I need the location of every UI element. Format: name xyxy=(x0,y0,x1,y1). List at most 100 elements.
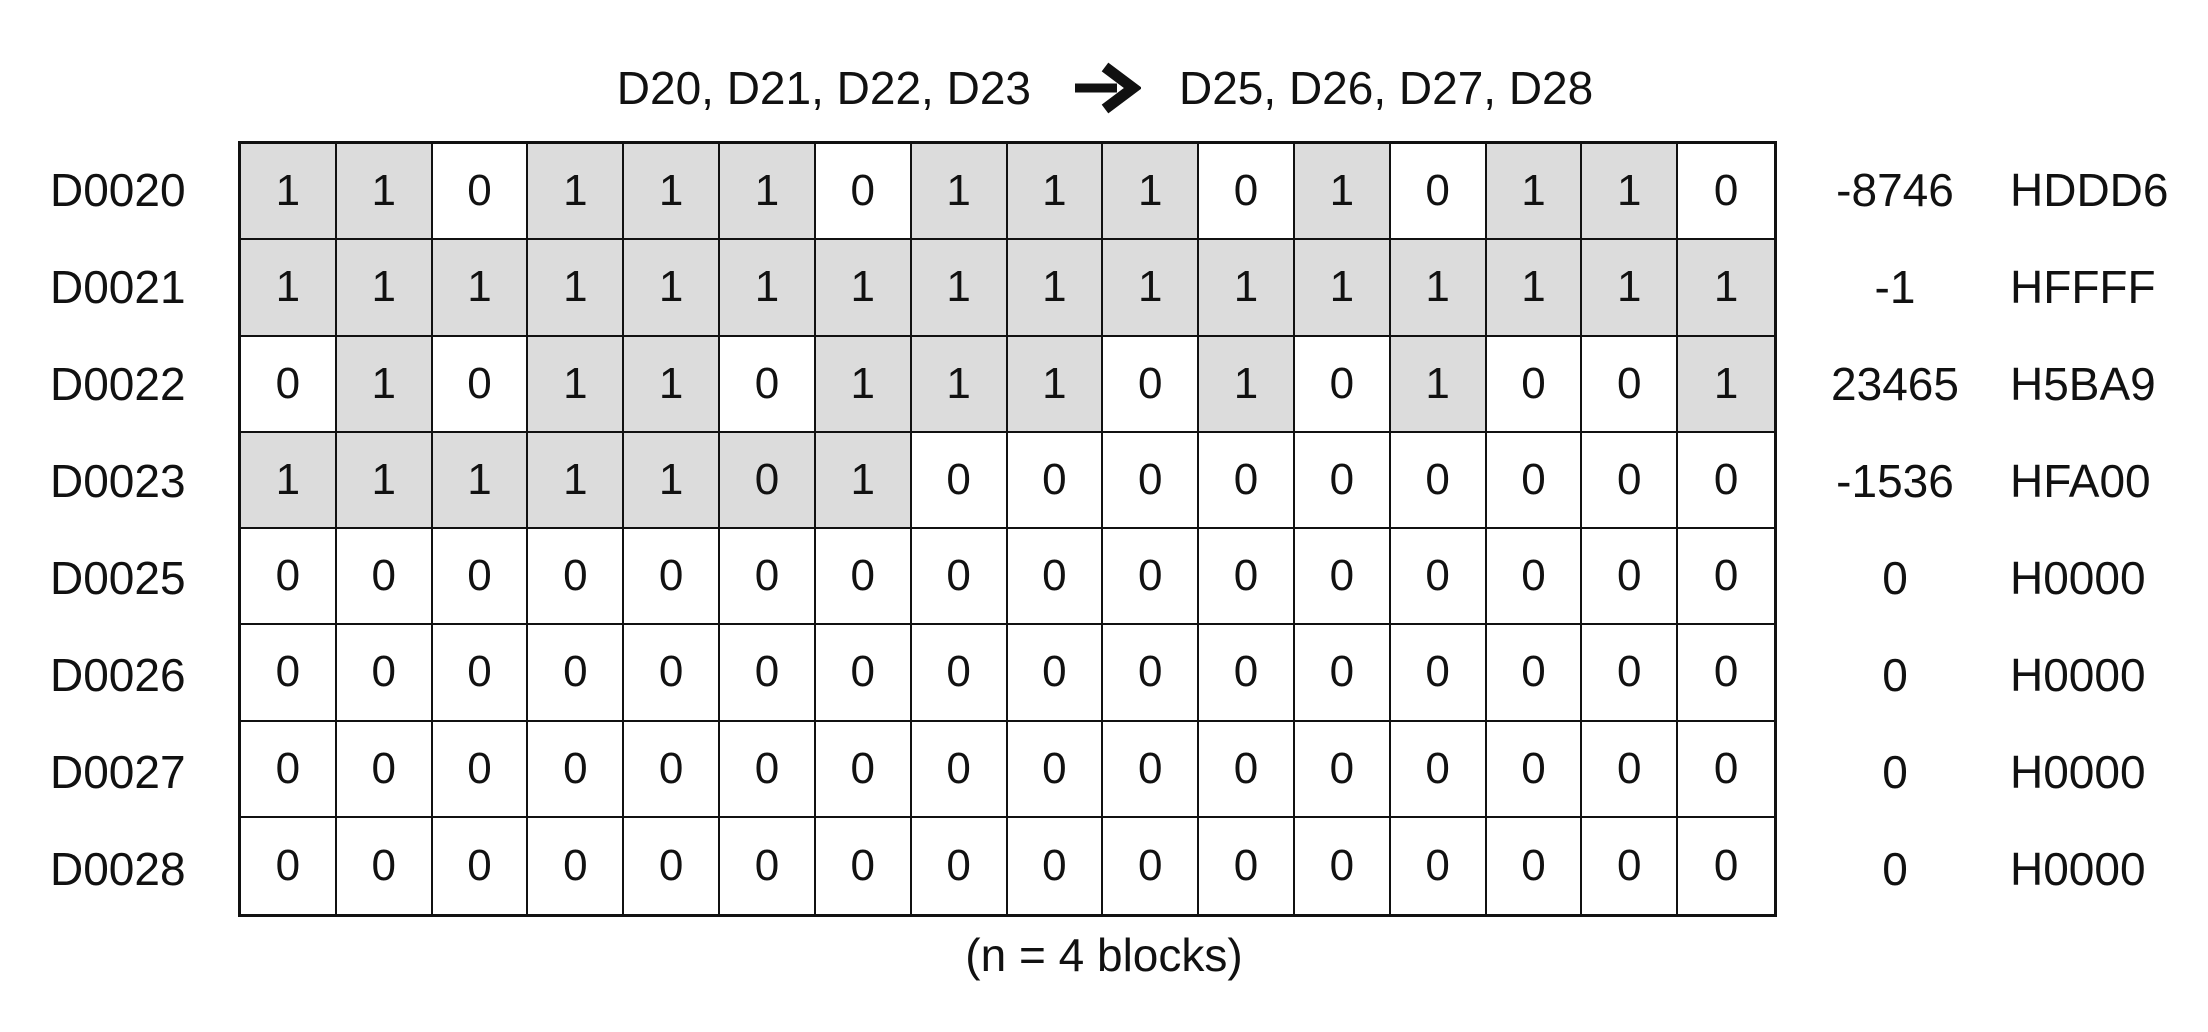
bit-cell: 0 xyxy=(1103,432,1200,529)
bit-cell: 1 xyxy=(1199,240,1295,337)
block-count-note: (n = 4 blocks) xyxy=(965,929,1243,981)
bit-cell: 0 xyxy=(528,625,625,722)
bit-cell: 0 xyxy=(911,817,1008,914)
bit-cell: 0 xyxy=(1486,529,1583,626)
bit-cell: 1 xyxy=(1294,144,1391,241)
register-label: D0025 xyxy=(50,552,186,604)
bit-cell: 0 xyxy=(1199,144,1295,241)
bit-cell: 0 xyxy=(815,817,912,914)
hex-value: H0000 xyxy=(2010,552,2146,604)
register-label: D0028 xyxy=(50,843,186,895)
bit-cell: 1 xyxy=(1582,240,1679,337)
bit-cell: 0 xyxy=(624,721,721,818)
bit-cell: 0 xyxy=(1007,432,1104,529)
bit-cell: 0 xyxy=(720,336,816,433)
bit-cell: 0 xyxy=(720,529,816,626)
bit-cell: 0 xyxy=(624,625,721,722)
decimal-value: 23465 xyxy=(1831,358,1959,410)
decimal-value: 0 xyxy=(1882,552,1908,604)
bit-cell: 0 xyxy=(1486,336,1583,433)
hex-value: H0000 xyxy=(2010,649,2146,701)
bit-cell: 0 xyxy=(1582,625,1679,722)
bit-cell: 0 xyxy=(815,721,912,818)
bit-cell: 0 xyxy=(624,529,721,626)
bit-cell: 0 xyxy=(1678,721,1774,818)
bit-cell: 0 xyxy=(1582,432,1679,529)
bit-cell: 0 xyxy=(1007,529,1104,626)
bit-cell: 0 xyxy=(528,817,625,914)
bit-cell: 0 xyxy=(1678,144,1774,241)
bit-cell: 0 xyxy=(1486,432,1583,529)
decimal-value: 0 xyxy=(1882,843,1908,895)
bit-cell: 0 xyxy=(336,529,433,626)
hex-value: H0000 xyxy=(2010,746,2146,798)
bit-cell: 0 xyxy=(432,817,529,914)
bit-cell: 1 xyxy=(1007,240,1104,337)
bit-cell: 1 xyxy=(1294,240,1391,337)
bit-cell: 1 xyxy=(1390,240,1487,337)
bit-cell: 1 xyxy=(911,144,1008,241)
bit-cell: 0 xyxy=(911,721,1008,818)
bit-cell: 1 xyxy=(528,336,625,433)
bit-cell: 0 xyxy=(624,817,721,914)
bit-cell: 1 xyxy=(528,240,625,337)
bit-cell: 1 xyxy=(1486,240,1583,337)
bit-cell: 0 xyxy=(720,432,816,529)
bit-cell: 0 xyxy=(911,432,1008,529)
decimal-value: -1 xyxy=(1874,261,1916,313)
bit-cell: 1 xyxy=(432,240,529,337)
bit-cell: 0 xyxy=(336,625,433,722)
diagram-header: D20, D21, D22, D23 D25, D26, D27, D28 xyxy=(0,55,2208,121)
bit-cell: 1 xyxy=(336,144,433,241)
decimal-value: -1536 xyxy=(1836,455,1954,507)
bit-cell: 0 xyxy=(241,625,337,722)
bit-cell: 0 xyxy=(1582,817,1679,914)
bit-cell: 1 xyxy=(815,432,912,529)
bit-cell: 0 xyxy=(1103,817,1200,914)
destination-registers-label: D25, D26, D27, D28 xyxy=(1179,62,1594,114)
bit-cell: 0 xyxy=(528,529,625,626)
bit-cell: 0 xyxy=(241,721,337,818)
hex-value: HFA00 xyxy=(2010,455,2151,507)
bit-cell: 0 xyxy=(241,817,337,914)
bit-cell: 0 xyxy=(1678,817,1774,914)
bit-cell: 0 xyxy=(1199,529,1295,626)
bit-cell: 0 xyxy=(720,721,816,818)
bit-cell: 1 xyxy=(1103,240,1200,337)
bit-cell: 0 xyxy=(815,529,912,626)
bit-cell: 0 xyxy=(1103,721,1200,818)
decimal-value: 0 xyxy=(1882,649,1908,701)
bit-cell: 0 xyxy=(1199,721,1295,818)
bit-cell: 0 xyxy=(1007,721,1104,818)
bit-cell: 1 xyxy=(241,432,337,529)
register-label: D0020 xyxy=(50,164,186,216)
bit-cell: 0 xyxy=(815,144,912,241)
bit-cell: 0 xyxy=(1678,432,1774,529)
register-label: D0027 xyxy=(50,746,186,798)
bit-cell: 1 xyxy=(815,240,912,337)
bit-cell: 0 xyxy=(1390,144,1487,241)
bit-cell: 0 xyxy=(528,721,625,818)
bit-cell: 0 xyxy=(911,529,1008,626)
hex-value: H0000 xyxy=(2010,843,2146,895)
hex-value: H5BA9 xyxy=(2010,358,2156,410)
bit-cell: 1 xyxy=(1486,144,1583,241)
bit-cell: 1 xyxy=(241,144,337,241)
hex-value: HFFFF xyxy=(2010,261,2156,313)
bit-cell: 0 xyxy=(1678,625,1774,722)
bit-cell: 1 xyxy=(720,240,816,337)
bit-cell: 0 xyxy=(336,721,433,818)
bit-cell: 0 xyxy=(720,625,816,722)
bit-cell: 1 xyxy=(1678,336,1774,433)
bit-cell: 1 xyxy=(432,432,529,529)
bit-cell: 0 xyxy=(720,817,816,914)
bit-cell: 0 xyxy=(1294,432,1391,529)
bit-cell: 0 xyxy=(1294,336,1391,433)
arrow-right-icon xyxy=(1075,62,1141,114)
bit-cell: 0 xyxy=(336,817,433,914)
bit-cell: 0 xyxy=(1486,625,1583,722)
bit-cell: 1 xyxy=(815,336,912,433)
bit-cell: 0 xyxy=(1294,625,1391,722)
bit-cell: 0 xyxy=(1390,817,1487,914)
